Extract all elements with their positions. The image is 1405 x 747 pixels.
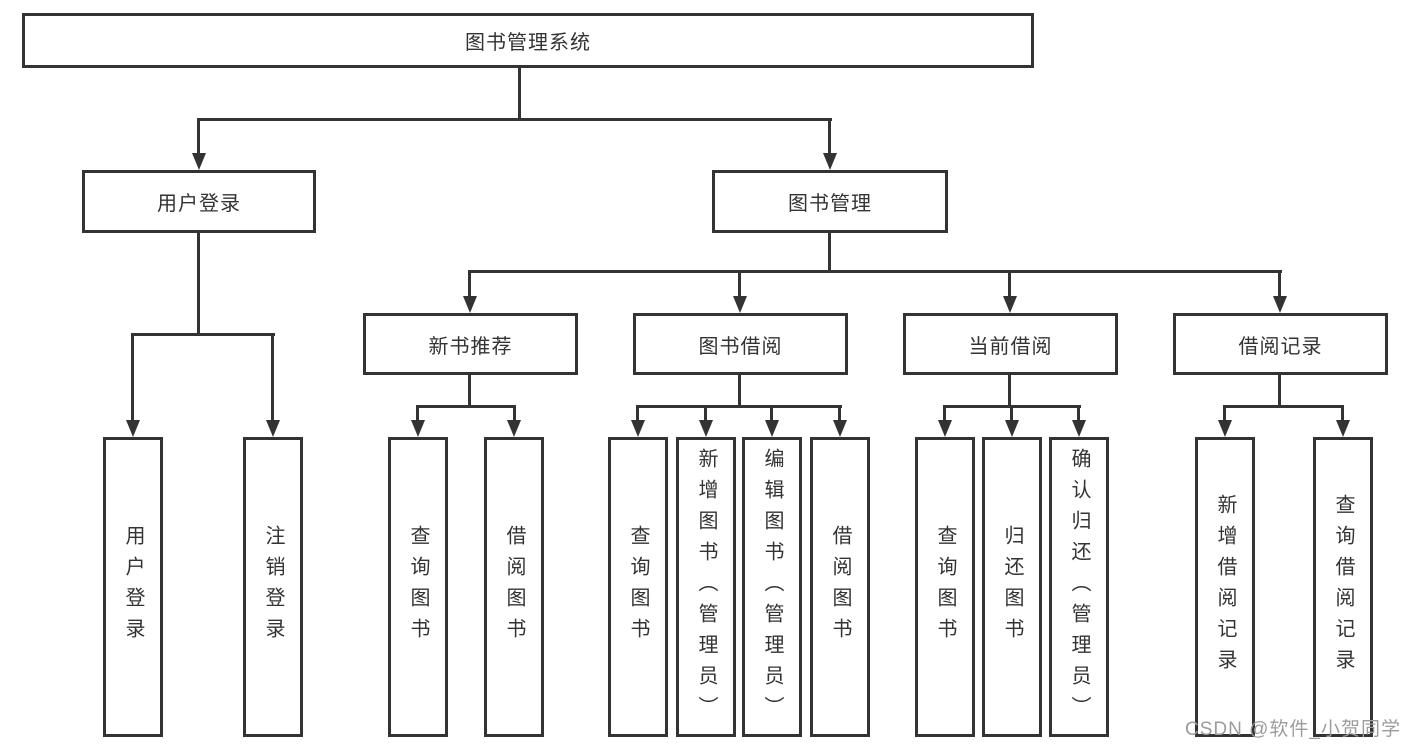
- arrow-down-icon: [192, 153, 206, 170]
- node-user-login: 用户登录: [82, 170, 316, 233]
- leaf-query-books-recommend-label: 查询图书: [407, 525, 429, 649]
- leaf-logout-label: 注销登录: [262, 525, 284, 649]
- connector-leaf-stub: [1223, 405, 1226, 421]
- node-book-borrowing: 图书借阅: [633, 313, 848, 375]
- leaf-user-login-label: 用户登录: [122, 525, 144, 649]
- leaf-add-borrow-record: 新增借阅记录: [1195, 437, 1255, 737]
- leaf-borrow-books-recommend-label: 借阅图书: [503, 525, 525, 649]
- connector-to-book-borrowing: [738, 270, 741, 297]
- node-book-management: 图书管理: [712, 170, 948, 233]
- arrow-down-icon: [1005, 420, 1019, 437]
- arrow-down-icon: [938, 420, 952, 437]
- node-new-book-recommend: 新书推荐: [363, 313, 578, 375]
- leaf-user-login: 用户登录: [103, 437, 163, 737]
- arrow-down-icon: [266, 420, 280, 437]
- root-node-library-system: 图书管理系统: [22, 13, 1034, 68]
- node-current-borrowing: 当前借阅: [903, 313, 1118, 375]
- leaf-logout: 注销登录: [243, 437, 303, 737]
- connector-leaf-stub: [1010, 405, 1013, 421]
- leaf-return-books-label: 归还图书: [1001, 525, 1023, 649]
- arrow-down-icon: [631, 420, 645, 437]
- node-book-management-label: 图书管理: [788, 193, 872, 215]
- connector-root-stem: [518, 68, 521, 121]
- node-book-borrowing-label: 图书借阅: [698, 335, 783, 358]
- arrow-down-icon: [411, 420, 425, 437]
- connector-new-book-recommend-stem: [468, 374, 471, 407]
- node-user-login-label: 用户登录: [157, 193, 241, 215]
- arrow-down-icon: [823, 153, 837, 170]
- arrow-down-icon: [1218, 420, 1232, 437]
- connector-book-management-stem: [828, 233, 831, 273]
- arrow-down-icon: [463, 296, 477, 313]
- connector-level2-bar: [197, 118, 832, 121]
- node-borrowing-records-label: 借阅记录: [1238, 335, 1323, 358]
- leaf-query-books-borrowing-label: 查询图书: [627, 525, 649, 649]
- connector-user-login-bar: [131, 333, 275, 336]
- connector-leaf-stub: [513, 405, 516, 421]
- leaf-borrow-books: 借阅图书: [810, 437, 870, 737]
- leaf-edit-books-admin: 编辑图书（管理员）: [742, 437, 802, 737]
- leaf-query-books-borrowing: 查询图书: [608, 437, 668, 737]
- connector-book-borrowing-bar: [636, 405, 842, 408]
- connector-to-user-login: [197, 118, 200, 154]
- arrow-down-icon: [833, 420, 847, 437]
- connector-leaf-stub: [943, 405, 946, 421]
- csdn-watermark: CSDN @软件_小贺同学: [1185, 719, 1401, 740]
- connector-new-book-recommend-bar: [416, 405, 516, 408]
- arrow-down-icon: [699, 420, 713, 437]
- connector-borrowing-records-bar: [1223, 405, 1344, 408]
- leaf-query-books-current: 查询图书: [915, 437, 975, 737]
- arrow-down-icon: [1336, 420, 1350, 437]
- arrow-down-icon: [733, 296, 747, 313]
- connector-leaf-stub: [1341, 405, 1344, 421]
- arrow-down-icon: [765, 420, 779, 437]
- connector-to-leaf-user-login: [131, 333, 134, 421]
- arrow-down-icon: [126, 420, 140, 437]
- node-borrowing-records: 借阅记录: [1173, 313, 1388, 375]
- arrow-down-icon: [1003, 296, 1017, 313]
- connector-to-book-management: [828, 118, 831, 154]
- connector-leaf-stub: [838, 405, 841, 421]
- root-node-label: 图书管理系统: [465, 32, 591, 54]
- arrow-down-icon: [1072, 420, 1086, 437]
- leaf-add-books-admin: 新增图书（管理员）: [676, 437, 736, 737]
- leaf-return-books: 归还图书: [982, 437, 1042, 737]
- connector-leaf-stub: [636, 405, 639, 421]
- leaf-confirm-return-admin: 确认归还（管理员）: [1049, 437, 1109, 737]
- connector-book-borrowing-stem: [738, 374, 741, 407]
- arrow-down-icon: [507, 420, 521, 437]
- connector-to-borrowing-records: [1278, 270, 1281, 297]
- node-new-book-recommend-label: 新书推荐: [428, 335, 513, 358]
- leaf-borrow-books-recommend: 借阅图书: [484, 437, 544, 737]
- connector-to-new-book-recommend: [468, 270, 471, 297]
- connector-current-borrowing-stem: [1008, 374, 1011, 407]
- leaf-query-borrow-record-label: 查询借阅记录: [1332, 494, 1354, 680]
- leaf-add-borrow-record-label: 新增借阅记录: [1214, 494, 1236, 680]
- leaf-add-books-admin-label: 新增图书（管理员）: [695, 447, 717, 727]
- connector-borrowing-records-stem: [1278, 374, 1281, 407]
- arrow-down-icon: [1273, 296, 1287, 313]
- connector-leaf-stub: [704, 405, 707, 421]
- connector-user-login-stem: [197, 233, 200, 336]
- connector-level3-bar: [468, 270, 1282, 273]
- connector-to-leaf-logout: [271, 333, 274, 421]
- leaf-query-borrow-record: 查询借阅记录: [1313, 437, 1373, 737]
- connector-leaf-stub: [770, 405, 773, 421]
- leaf-borrow-books-label: 借阅图书: [829, 525, 851, 649]
- connector-leaf-stub: [416, 405, 419, 421]
- leaf-query-books-current-label: 查询图书: [934, 525, 956, 649]
- connector-leaf-stub: [1077, 405, 1080, 421]
- leaf-query-books-recommend: 查询图书: [388, 437, 448, 737]
- leaf-edit-books-admin-label: 编辑图书（管理员）: [761, 447, 783, 727]
- connector-to-current-borrowing: [1008, 270, 1011, 297]
- leaf-confirm-return-admin-label: 确认归还（管理员）: [1068, 447, 1090, 727]
- node-current-borrowing-label: 当前借阅: [968, 335, 1053, 358]
